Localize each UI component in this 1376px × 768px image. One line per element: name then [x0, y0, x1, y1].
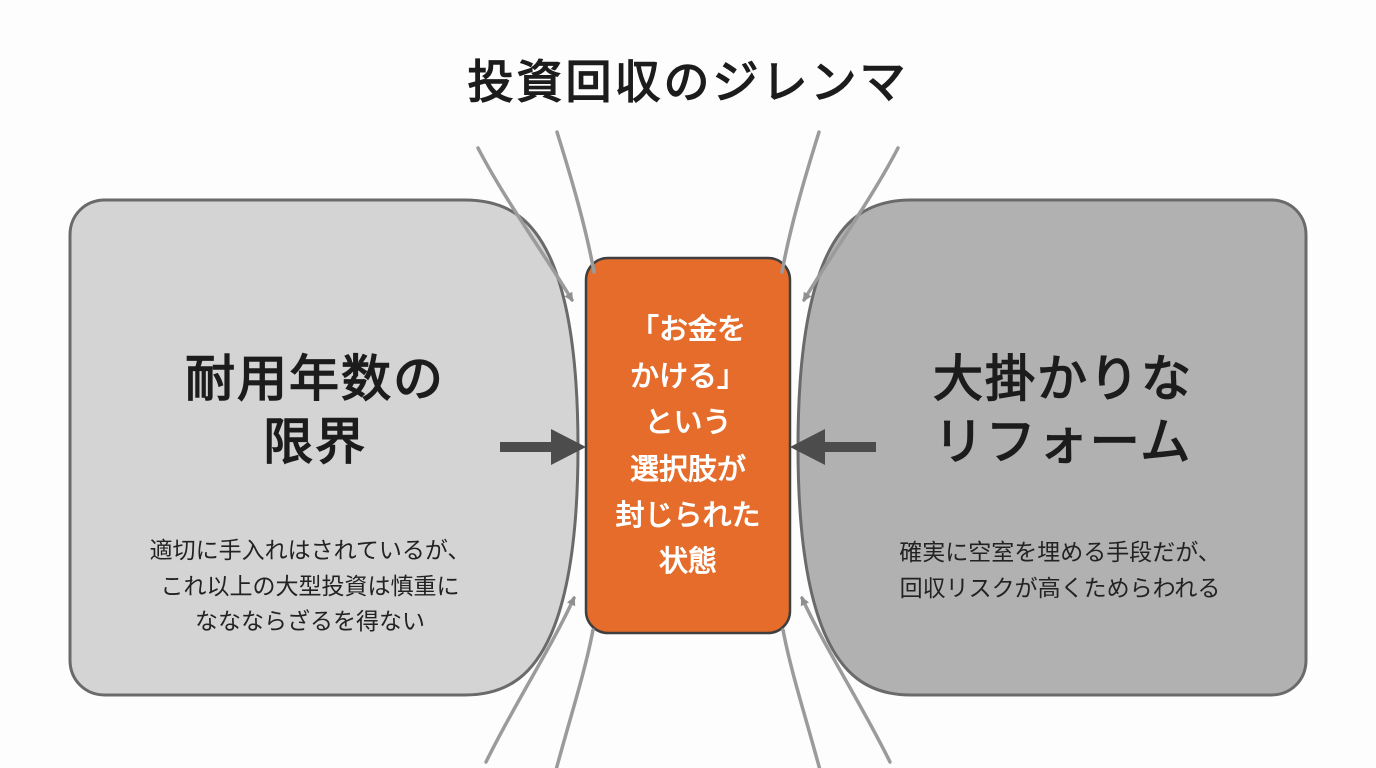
right-box-shape [796, 198, 1308, 697]
left-box-body: 適切に手入れはされているが、 これ以上の大型投資は慎重に ななならざるを得ない [149, 538, 471, 636]
funnel-curve-bottom-left-inner [554, 628, 595, 768]
left-box-heading: 耐用年数の 限界 [185, 350, 445, 471]
funnel-curve-top-right-outer [802, 146, 900, 302]
diagram-title: 投資回収のジレンマ [467, 55, 909, 109]
center-box-text: 「お金を かける」 という 選択肢が 封じられた 状態 [615, 312, 761, 579]
funnel-curve-bottom-right-inner [781, 628, 822, 768]
left-to-center-arrow [500, 429, 586, 465]
right-box-heading: 大掛かりな リフォーム [933, 350, 1193, 471]
funnel-curve-bottom-left-outer [484, 596, 576, 764]
funnel-curve-top-right-inner [780, 130, 821, 274]
right-to-center-arrow [790, 429, 876, 465]
funnel-curve-top-left-outer [476, 146, 574, 302]
right-box-body: 確実に空室を埋める手段だが、 回収リスクが高くためらわれる [899, 540, 1221, 602]
left-box-shape [68, 198, 580, 697]
funnel-curve-top-left-inner [555, 130, 596, 274]
center-box-shape [584, 256, 792, 635]
funnel-curve-bottom-right-outer [800, 596, 892, 764]
